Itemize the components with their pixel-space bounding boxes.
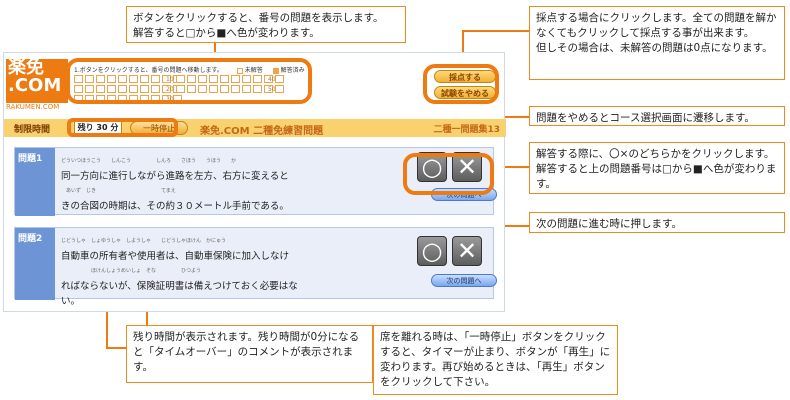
question-number-grid: [74, 75, 182, 103]
question-button[interactable]: [129, 75, 138, 83]
question-1-text: どういつほうこう しんこう しんろ さほう うほう か 同一方向に進行しながら進…: [61, 158, 289, 212]
question-button[interactable]: [129, 85, 138, 93]
annotation-question-buttons: ボタンをクリックすると、番号の問題を表示します。 解答すると□から■へ色が変わり…: [126, 6, 406, 43]
grid-label-20: 20: [166, 86, 174, 93]
highlight-question-grid: [66, 58, 312, 104]
question-button[interactable]: [264, 75, 273, 83]
annotation-next: 次の問題に進む時に押します。: [529, 212, 785, 233]
annotation-quit: 問題をやめるとコース選択画面に遷移します。: [529, 106, 785, 126]
question-button[interactable]: [231, 85, 240, 93]
question-button[interactable]: [242, 85, 251, 93]
question-button[interactable]: [118, 85, 127, 93]
question-button[interactable]: [176, 85, 185, 93]
toolbar: 制限時間 残り 30 分 一時停止 楽免.COM 二種免練習問題 二種一問題集1…: [4, 119, 506, 137]
score-button[interactable]: 採点する: [434, 70, 496, 83]
connector-score-vertical: [462, 30, 464, 72]
question-button[interactable]: [140, 85, 149, 93]
connector-timer-horizontal: [106, 347, 126, 349]
question-button[interactable]: [162, 85, 171, 93]
question-button[interactable]: [253, 75, 262, 83]
question-button[interactable]: [242, 75, 251, 83]
question-button[interactable]: [96, 75, 105, 83]
question-button[interactable]: [275, 75, 284, 83]
question-button[interactable]: [96, 85, 105, 93]
time-limit-label: 制限時間: [14, 125, 51, 135]
annotation-answer: 解答する際に、〇×のどちらかをクリックします。解答すると上の問題番号は□から■へ…: [529, 142, 785, 194]
connector-answer-horizontal: [493, 166, 529, 168]
grid-label-30: 30: [166, 96, 174, 103]
practice-set-label: 二種一問題集13: [433, 125, 500, 135]
question-button[interactable]: [74, 75, 83, 83]
question-button[interactable]: [253, 85, 262, 93]
question-1-label: 問題1: [15, 148, 55, 216]
question-2: 問題2 じどうしゃ しょゆうしゃ しようしゃ じどうしゃほけん かにゅう 自動車…: [14, 227, 497, 307]
question-button[interactable]: [198, 75, 207, 83]
connector-score-horizontal: [462, 30, 529, 32]
question-2-text: じどうしゃ しょゆうしゃ しようしゃ じどうしゃほけん かにゅう 自動車の所有者…: [61, 238, 298, 307]
question-button[interactable]: [85, 85, 94, 93]
question-button[interactable]: [198, 85, 207, 93]
answer-cross-button[interactable]: ✕: [452, 236, 482, 266]
question-button[interactable]: [140, 75, 149, 83]
connector-next-horizontal: [483, 225, 529, 227]
logo-url: RAKUMEN.COM: [6, 103, 60, 111]
question-button[interactable]: [231, 75, 240, 83]
question-button[interactable]: [209, 85, 218, 93]
highlight-timer: [67, 118, 178, 137]
grid-label-40: 40: [268, 76, 276, 83]
question-button[interactable]: [176, 75, 185, 83]
question-button[interactable]: [74, 85, 83, 93]
question-button[interactable]: [151, 85, 160, 93]
question-button[interactable]: [107, 75, 116, 83]
question-button[interactable]: [187, 75, 196, 83]
question-button[interactable]: [220, 85, 229, 93]
grid-label-10: 10: [166, 76, 174, 83]
logo: 楽免.COM: [6, 59, 68, 103]
question-button[interactable]: [162, 75, 171, 83]
question-button[interactable]: [151, 75, 160, 83]
grid-label-50: 50: [268, 86, 276, 93]
instruction-text: 1.ボタンをクリックすると、番号の問題へ移動します。 未解答 解答済み: [74, 67, 305, 74]
question-button[interactable]: [264, 85, 273, 93]
question-button[interactable]: [107, 85, 116, 93]
question-button[interactable]: [187, 85, 196, 93]
highlight-action-buttons: [423, 64, 499, 104]
annotation-pause: 席を離れる時は、「一時停止」ボタンをクリックすると、タイマーが止まり、ボタンが「…: [373, 325, 618, 395]
answer-circle-button[interactable]: ○: [417, 236, 447, 266]
question-button[interactable]: [118, 75, 127, 83]
app-window: 楽免.COM RAKUMEN.COM 1.ボタンをクリックすると、番号の問題へ移…: [3, 52, 506, 312]
question-2-label: 問題2: [15, 228, 55, 300]
next-question-button[interactable]: 次の問題へ: [431, 274, 497, 287]
highlight-answer-buttons: [403, 153, 494, 195]
practice-title: 楽免.COM 二種免練習問題: [200, 126, 324, 137]
question-button[interactable]: [220, 75, 229, 83]
connector-quit: [493, 116, 529, 118]
question-button[interactable]: [275, 85, 284, 93]
answer-circle-button[interactable]: ○: [417, 152, 447, 182]
answer-cross-button[interactable]: ✕: [452, 152, 482, 182]
annotation-score: 採点する場合にクリックします。全ての問題を解かなくてもクリックして採点する事が出…: [529, 6, 785, 80]
question-number-grid-2: [176, 75, 284, 93]
annotation-timer: 残り時間が表示されます。残り時間が0分になると「タイムオーバー」のコメントが表示…: [126, 325, 373, 383]
question-button[interactable]: [85, 75, 94, 83]
question-button[interactable]: [209, 75, 218, 83]
